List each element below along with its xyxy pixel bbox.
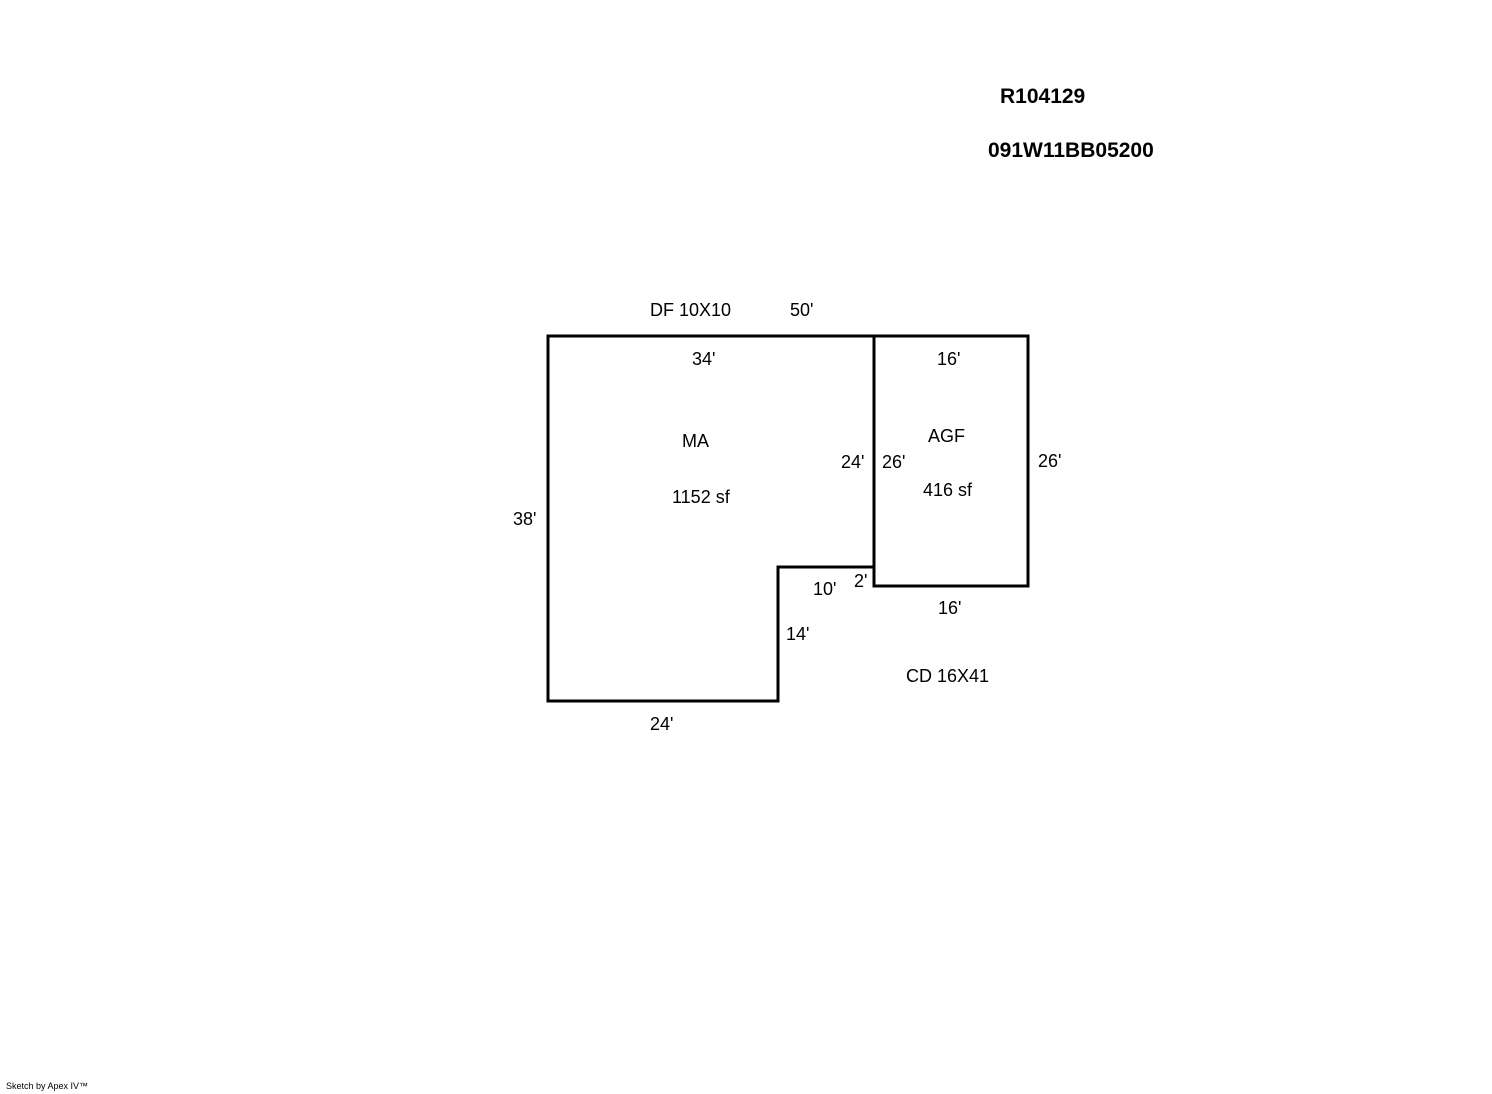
account-number: R104129 — [1000, 85, 1086, 108]
cd-label: CD 16X41 — [906, 666, 989, 686]
sketch-credit: Sketch by Apex IV™ — [6, 1081, 89, 1091]
ma-right-dimension: 24' — [841, 452, 864, 472]
ma-top-dimension: 34' — [692, 349, 715, 369]
agf-area-label: 416 sf — [923, 480, 973, 500]
ma-outline — [546, 334, 876, 703]
agf-top-dimension: 16' — [937, 349, 960, 369]
agf-right-dimension: 26' — [1038, 451, 1061, 471]
ma-area-label: 1152 sf — [672, 487, 731, 507]
ma-notch-vertical-dimension: 14' — [786, 624, 809, 644]
agf-name-label: AGF — [928, 426, 965, 446]
ma-name-label: MA — [682, 431, 709, 451]
step-dimension: 2' — [854, 571, 867, 591]
df-label: DF 10X10 — [650, 300, 731, 320]
ma-notch-horizontal-dimension: 10' — [813, 579, 836, 599]
ma-bottom-dimension: 24' — [650, 714, 673, 734]
ma-left-dimension: 38' — [513, 509, 536, 529]
parcel-number: 091W11BB05200 — [988, 139, 1154, 162]
agf-bottom-dimension: 16' — [938, 598, 961, 618]
agf-outline — [872, 334, 1030, 588]
agf-left-dimension: 26' — [882, 452, 905, 472]
top-overall-dimension: 50' — [790, 300, 813, 320]
